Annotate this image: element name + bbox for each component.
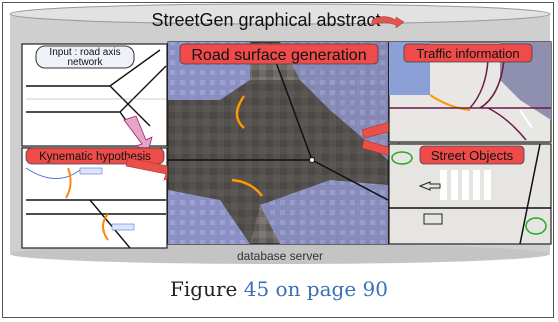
surface-panel xyxy=(167,41,389,245)
input-label: Input : road axis network xyxy=(49,47,121,68)
caption-prefix: Figure xyxy=(170,277,244,301)
database-server-label: database server xyxy=(237,249,323,263)
title-arrow-icon xyxy=(371,16,405,29)
down-arrow-icon xyxy=(123,115,153,153)
traffic-label: Traffic information xyxy=(416,46,519,61)
surface-label: Road surface generation xyxy=(191,47,366,64)
caption-page-link[interactable]: 45 on page 90 xyxy=(243,277,388,301)
objects-label: Street Objects xyxy=(431,148,514,163)
figure-caption: Figure 45 on page 90 xyxy=(0,277,558,301)
abstract-title: StreetGen graphical abstract xyxy=(151,10,380,30)
kinematic-label: Kynematic hypothesis xyxy=(39,151,151,163)
